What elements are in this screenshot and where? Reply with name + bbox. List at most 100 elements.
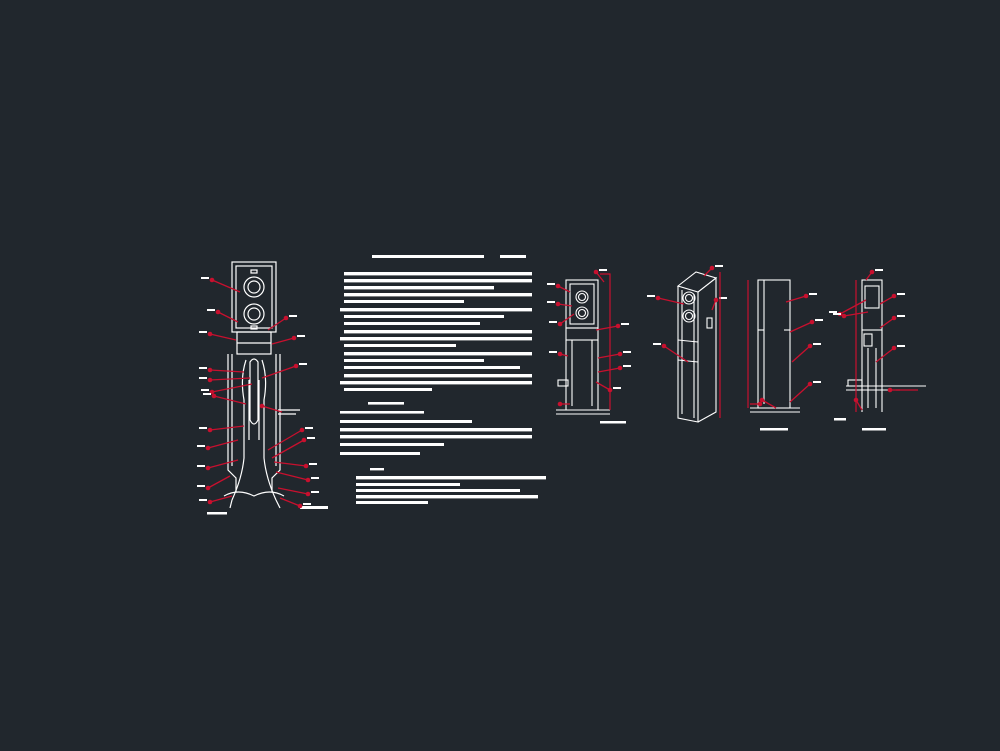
main-detail-title-bar bbox=[207, 512, 227, 515]
front-callout-tag-5 bbox=[621, 323, 629, 325]
note-line-2 bbox=[500, 255, 526, 258]
rear-leader-4 bbox=[879, 317, 895, 329]
front-callout-dot-6 bbox=[617, 351, 623, 357]
note-line-23 bbox=[340, 428, 532, 432]
front-leader-8 bbox=[595, 381, 611, 391]
front-callout-dot-1 bbox=[555, 283, 561, 289]
note-line-30 bbox=[356, 489, 520, 492]
rear-leader-1 bbox=[839, 299, 867, 315]
isometric-view-drawing bbox=[676, 271, 718, 423]
main-leader-22 bbox=[261, 405, 283, 413]
note-line-27 bbox=[370, 468, 384, 471]
side-view-leaders bbox=[747, 280, 823, 409]
note-line-22 bbox=[340, 420, 472, 423]
iso-callout-dot-3 bbox=[713, 297, 719, 303]
main-leader-10 bbox=[207, 459, 239, 469]
main-callout-dot-19 bbox=[305, 477, 311, 483]
front-post bbox=[565, 340, 599, 410]
main-callout-tag-10 bbox=[197, 465, 205, 467]
main-callout-dot-14 bbox=[291, 335, 297, 341]
main-callout-tag-16 bbox=[305, 427, 313, 429]
receptacle-plate bbox=[235, 265, 273, 329]
main-callout-dot-15 bbox=[293, 363, 299, 369]
note-line-9 bbox=[344, 315, 504, 318]
main-leader-3 bbox=[209, 333, 237, 341]
front-callout-tag-4 bbox=[549, 351, 557, 353]
main-callout-tag-20 bbox=[311, 491, 319, 493]
main-callout-dot-10 bbox=[205, 465, 211, 471]
note-line-3 bbox=[344, 272, 532, 276]
main-callout-tag-19 bbox=[311, 477, 319, 479]
side-callout-tag-2 bbox=[815, 319, 823, 321]
outlet-upper bbox=[243, 276, 265, 298]
iso-outlet-lower bbox=[682, 309, 696, 323]
note-line-21 bbox=[340, 411, 424, 414]
front-callout-dot-2 bbox=[555, 301, 561, 307]
note-line-32 bbox=[356, 501, 428, 504]
main-callout-tag-3 bbox=[199, 331, 207, 333]
side-callout-tag-4 bbox=[813, 381, 821, 383]
rear-callout-dot-6 bbox=[869, 269, 875, 275]
main-callout-dot-17 bbox=[301, 437, 307, 443]
main-callout-dot-1 bbox=[209, 277, 215, 283]
front-outlet-upper bbox=[575, 290, 589, 304]
main-callout-tag-6 bbox=[201, 389, 209, 391]
iso-callout-tag-2 bbox=[653, 343, 661, 345]
note-line-18 bbox=[340, 381, 532, 385]
front-callout-tag-3 bbox=[549, 321, 557, 323]
rear-section-leaders bbox=[829, 269, 918, 412]
main-callout-dot-2 bbox=[215, 309, 221, 315]
main-callout-tag-13 bbox=[289, 315, 297, 317]
side-view-title-bar bbox=[760, 428, 788, 431]
main-leader-9 bbox=[207, 439, 239, 449]
note-line-24 bbox=[340, 435, 532, 439]
main-leader-11 bbox=[207, 475, 231, 489]
note-line-25 bbox=[340, 443, 444, 446]
rear-callout-dot-5 bbox=[891, 345, 897, 351]
front-callout-tag-6 bbox=[623, 351, 631, 353]
front-dimension-line bbox=[600, 273, 611, 410]
side-callout-tag-1 bbox=[809, 293, 817, 295]
main-leader-14 bbox=[271, 337, 295, 345]
front-callout-dot-10 bbox=[557, 401, 563, 407]
main-detail-leaders bbox=[197, 277, 319, 509]
side-callout-tag-3 bbox=[813, 343, 821, 345]
side-leader-2 bbox=[789, 321, 813, 333]
main-callout-tag-11 bbox=[197, 485, 205, 487]
front-callout-dot-4 bbox=[557, 351, 563, 357]
side-callout-dot-2 bbox=[809, 319, 815, 325]
iso-front-face bbox=[677, 286, 699, 423]
note-line-17 bbox=[344, 374, 532, 378]
main-callout-tag-18 bbox=[309, 463, 317, 465]
main-callout-dot-4 bbox=[207, 367, 213, 373]
main-leader-5 bbox=[209, 377, 251, 381]
main-callout-dot-16 bbox=[299, 427, 305, 433]
note-line-26 bbox=[340, 452, 420, 455]
main-callout-tag-7 bbox=[203, 393, 211, 395]
rear-post bbox=[861, 330, 883, 412]
main-callout-dot-12 bbox=[207, 499, 213, 505]
side-leader-1 bbox=[785, 295, 807, 303]
rear-callout-tag-4 bbox=[897, 315, 905, 317]
main-callout-dot-11 bbox=[205, 485, 211, 491]
front-leader-7 bbox=[597, 367, 621, 373]
rear-leader-5 bbox=[875, 347, 895, 363]
general-notes-block bbox=[340, 255, 546, 504]
front-leader-5 bbox=[595, 325, 619, 331]
side-callout-dot-3 bbox=[807, 343, 813, 349]
iso-outlet-upper bbox=[682, 291, 696, 305]
rear-callout-dot-3 bbox=[891, 293, 897, 299]
front-view-title-bar bbox=[600, 421, 626, 424]
rear-receptacle-box bbox=[861, 279, 883, 331]
main-callout-dot-22 bbox=[259, 403, 265, 409]
main-callout-tag-9 bbox=[197, 445, 205, 447]
front-callout-tag-2 bbox=[547, 301, 555, 303]
outlet-lower bbox=[243, 303, 265, 325]
main-callout-tag-12 bbox=[199, 499, 207, 501]
main-leader-12 bbox=[209, 495, 233, 503]
note-line-28 bbox=[356, 476, 546, 480]
main-callout-tag-1 bbox=[201, 277, 209, 279]
main-leader-13 bbox=[267, 317, 287, 331]
main-callout-tag-8 bbox=[199, 427, 207, 429]
